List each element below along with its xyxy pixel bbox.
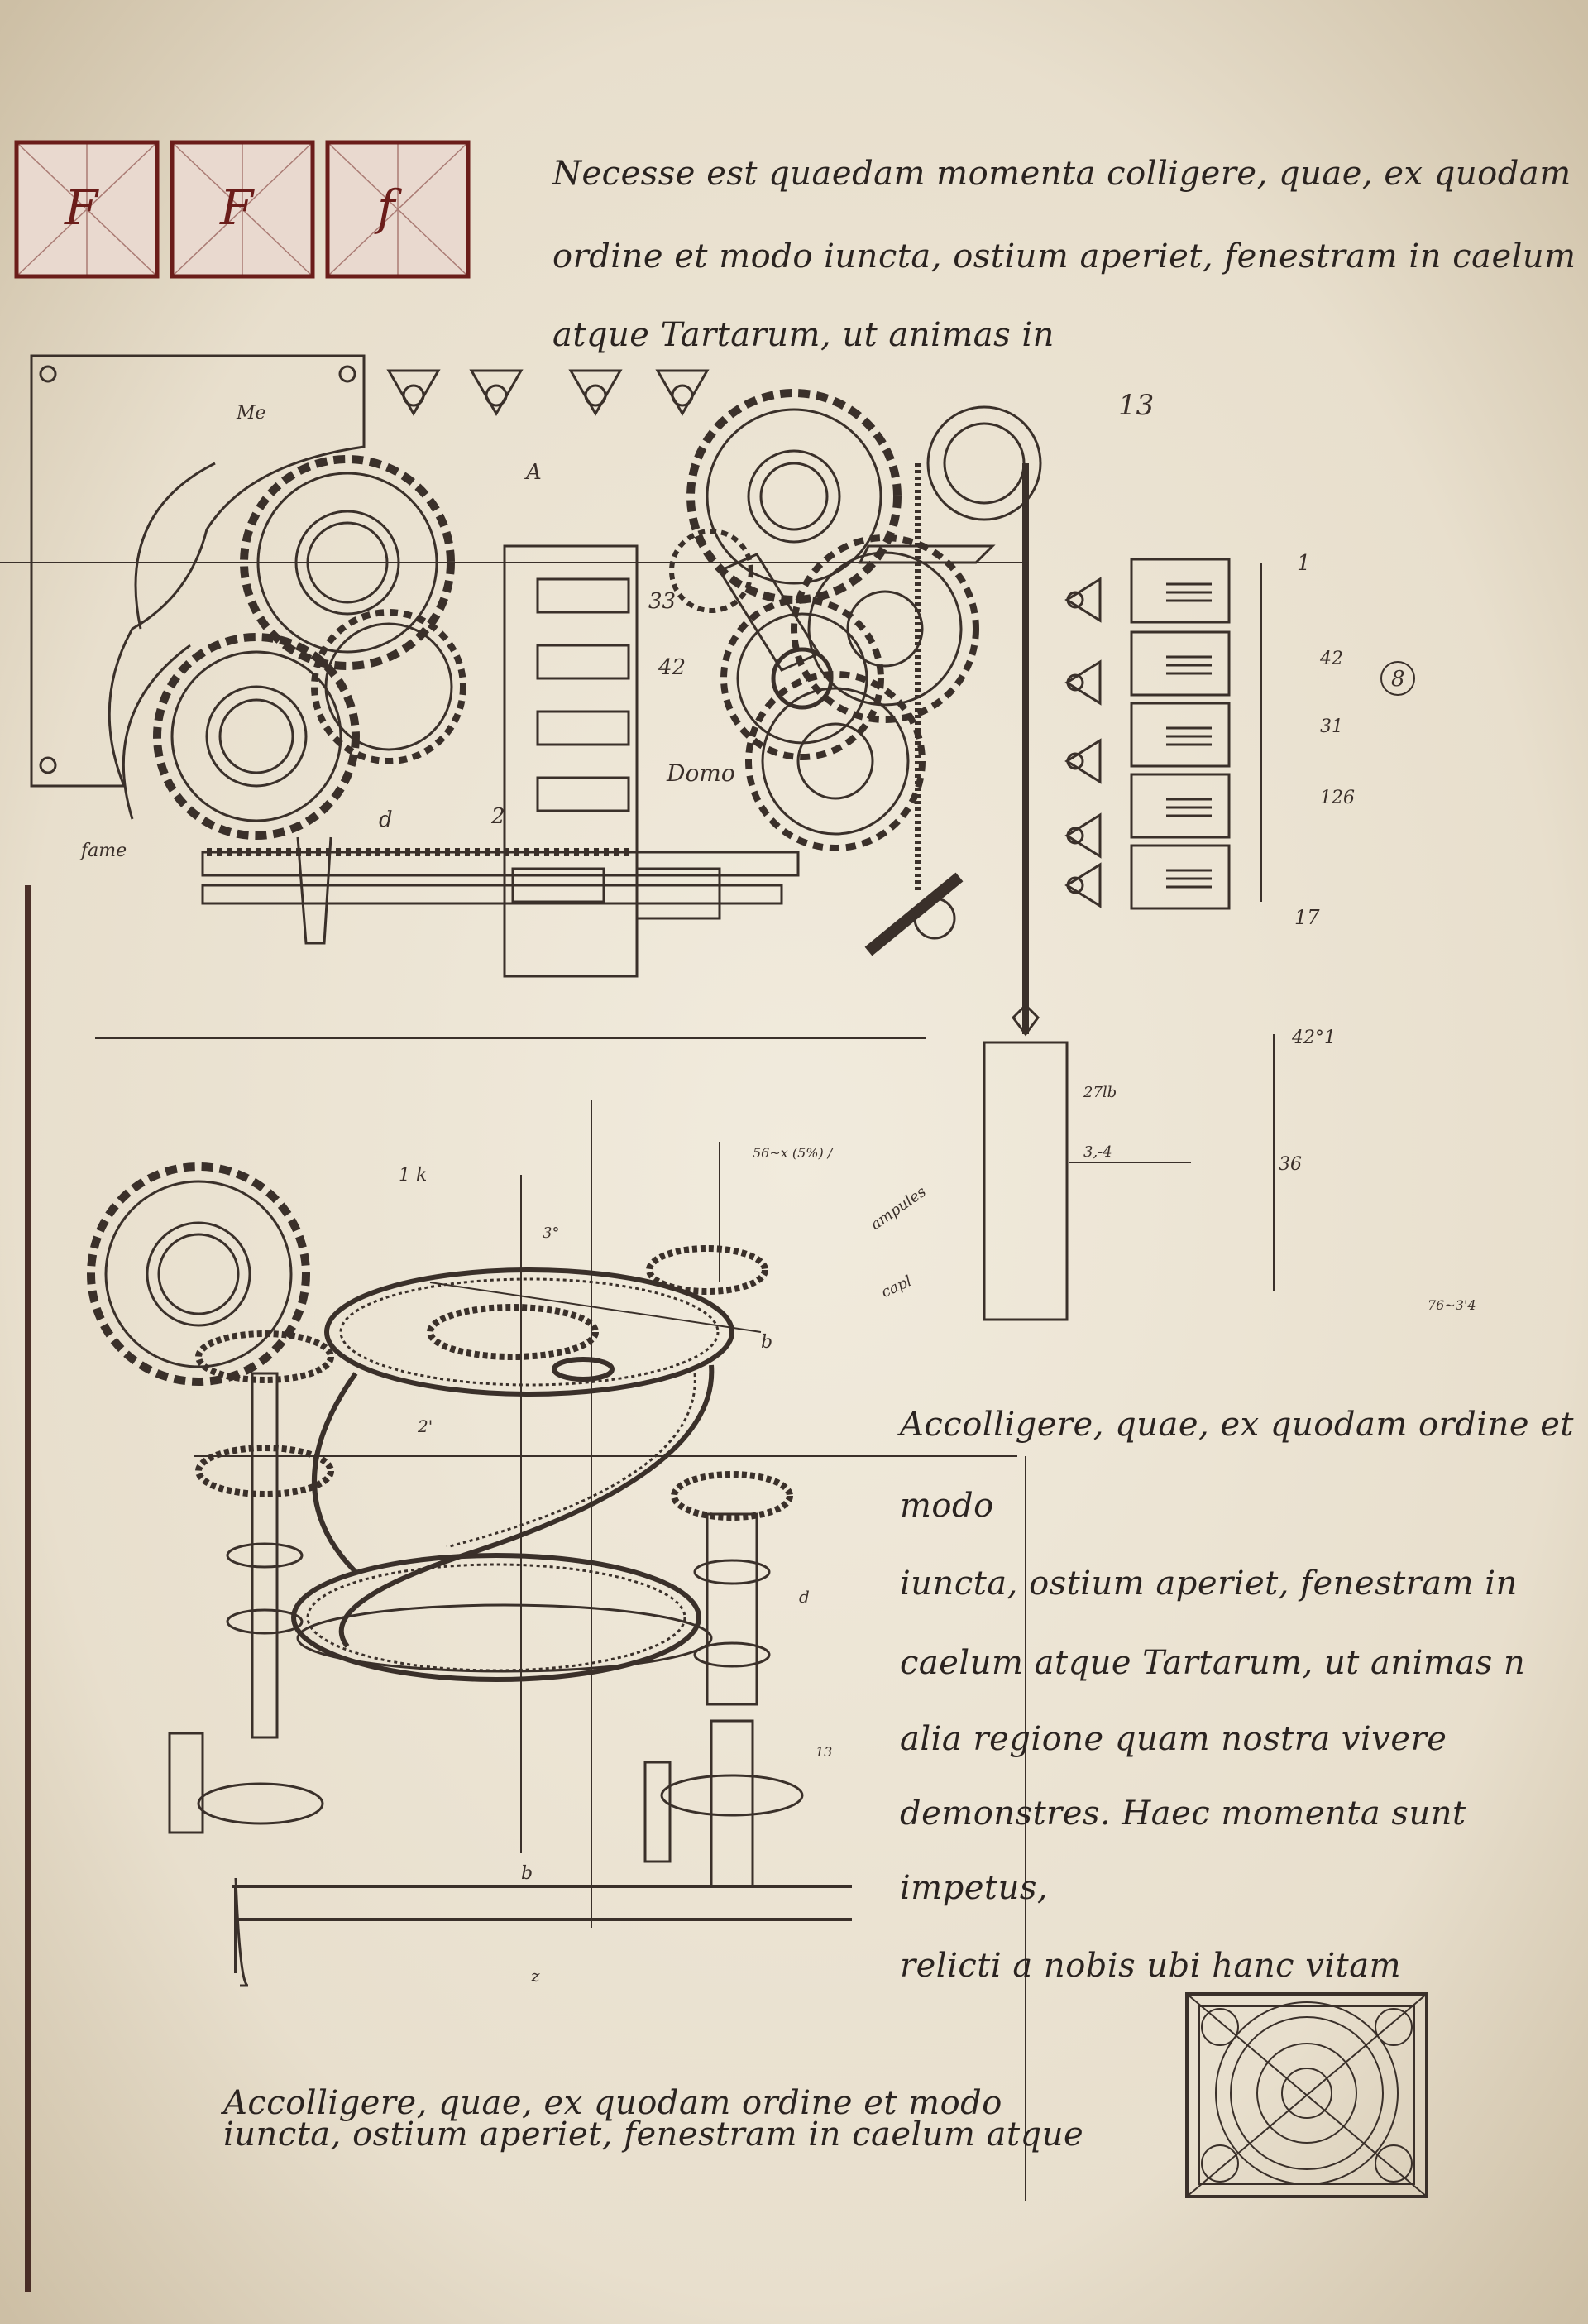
right-line-6: demonstres. Haec momenta sunt — [900, 1795, 1466, 1833]
control-panel — [1064, 558, 1415, 910]
right-line-1: Accolligere, quae, ex quodam ordine et — [900, 1406, 1574, 1444]
compass-square — [1185, 1992, 1428, 2198]
label-1: 1 — [1297, 551, 1311, 576]
sprockets — [195, 1245, 793, 1521]
header-line-2: ordine et modo iuncta, ostium aperiet, f… — [552, 237, 1576, 276]
glyph-tile-1 — [14, 140, 160, 279]
hopper-row — [386, 369, 710, 417]
label-56: 56~x (5%) / — [753, 1145, 833, 1161]
label-1k: 1 k — [399, 1165, 428, 1186]
glyph-letter-3: f — [377, 180, 395, 236]
label-2b: 2' — [418, 1416, 433, 1436]
machine-frame — [30, 354, 366, 788]
label-8: 8 — [1391, 667, 1405, 692]
label-36: 36 — [1279, 1154, 1302, 1175]
header-line-3: atque Tartarum, ut animas in — [552, 316, 1055, 354]
label-3deg: 3° — [543, 1224, 560, 1242]
label-42a: 42 — [658, 655, 686, 680]
gear-upper-left — [240, 455, 455, 670]
bottom-line-1: Accolligere, quae, ex quodam ordine et m… — [223, 2084, 1002, 2122]
label-31: 31 — [1320, 716, 1343, 737]
label-42b: 42 — [1320, 649, 1343, 669]
label-42-1: 42°1 — [1292, 1028, 1336, 1048]
label-fame: fame — [81, 841, 127, 861]
glyph-tile-2 — [170, 140, 315, 279]
header-line-1: Necesse est quaedam momenta colligere, q… — [552, 155, 1571, 193]
label-b1: b — [761, 1332, 773, 1353]
label-me: Me — [237, 403, 266, 424]
right-line-8: relicti a nobis ubi hanc vitam — [900, 1947, 1402, 1985]
right-line-4: caelum atque Tartarum, ut animas n — [900, 1644, 1526, 1682]
label-33: 33 — [648, 589, 677, 614]
label-domo: Domo — [667, 759, 735, 787]
gear-lower-left — [153, 633, 360, 840]
gear-bottom-left — [87, 1162, 310, 1386]
glyph-letter-1: F — [65, 180, 98, 236]
gear-mid-right — [791, 534, 979, 723]
label-2: 2 — [491, 804, 505, 829]
right-line-5: alia regione quam nostra vivere — [900, 1720, 1447, 1758]
label-27lb: 27lb — [1083, 1084, 1117, 1101]
label-z: z — [531, 1966, 540, 1986]
spiral-rings — [291, 1267, 734, 1682]
label-126: 126 — [1320, 788, 1355, 808]
bottom-line-2: iuncta, ostium aperiet, fenestram in cae… — [223, 2116, 1084, 2154]
label-3-4: 3,-4 — [1083, 1143, 1112, 1161]
base-frame — [232, 1885, 852, 1973]
glyph-tile-3 — [325, 140, 471, 279]
spindles — [168, 1372, 804, 1987]
right-line-3: iuncta, ostium aperiet, fenestram in — [900, 1565, 1518, 1603]
label-a: A — [526, 460, 542, 485]
label-13: 13 — [1118, 389, 1155, 422]
right-line-2: modo — [900, 1487, 994, 1525]
right-line-7: impetus, — [900, 1869, 1049, 1907]
label-17: 17 — [1294, 906, 1320, 929]
label-76: 76~3'4 — [1428, 1297, 1476, 1313]
glyph-letter-2: F — [220, 180, 254, 236]
label-b2: b — [521, 1863, 533, 1884]
gear-top-right — [686, 389, 902, 604]
gear-mid-left — [311, 609, 466, 764]
gear-lower-right — [745, 671, 926, 851]
label-13b: 13 — [816, 1744, 833, 1760]
label-d: d — [379, 807, 393, 832]
label-d2: d — [799, 1587, 810, 1607]
